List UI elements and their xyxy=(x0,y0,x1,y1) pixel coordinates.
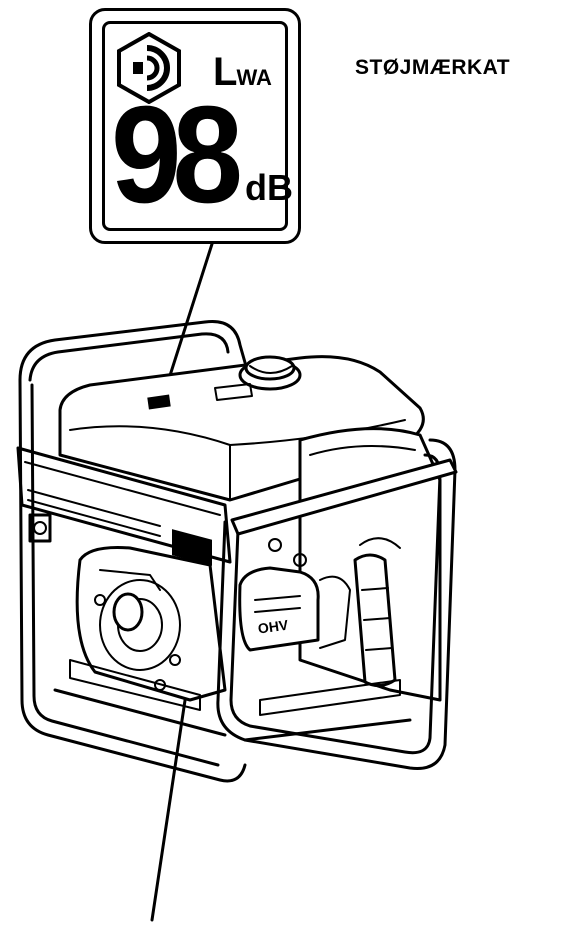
base-mount-right xyxy=(259,679,401,716)
sound-power-icon xyxy=(113,31,185,105)
engine-block xyxy=(75,546,227,702)
base-rail-front xyxy=(53,688,227,737)
engine-badge: OHV xyxy=(257,616,290,636)
frame-top-rail xyxy=(230,458,458,536)
noise-label-inner-border: LWA 98 dB xyxy=(102,21,293,232)
frame-left-tube-inner xyxy=(30,383,220,767)
base-rail-right xyxy=(243,718,412,742)
sound-level-unit: dB xyxy=(245,167,293,208)
frame-left-tube xyxy=(18,378,247,783)
lwa-subscript: WA xyxy=(236,65,272,90)
frame-front-tube xyxy=(216,438,457,771)
lwa-symbol: LWA xyxy=(213,52,272,92)
frame-back-tube-inner xyxy=(28,332,230,382)
noise-label-title: STØJMÆRKAT xyxy=(355,56,511,79)
sound-level-value: 98 xyxy=(111,78,243,232)
noise-label-callout: LWA 98 dB xyxy=(89,8,301,244)
base-mount xyxy=(69,659,201,711)
frame-back-tube xyxy=(18,319,252,382)
frame-front-tube-inner xyxy=(229,453,442,755)
lwa-letter: L xyxy=(213,50,237,94)
